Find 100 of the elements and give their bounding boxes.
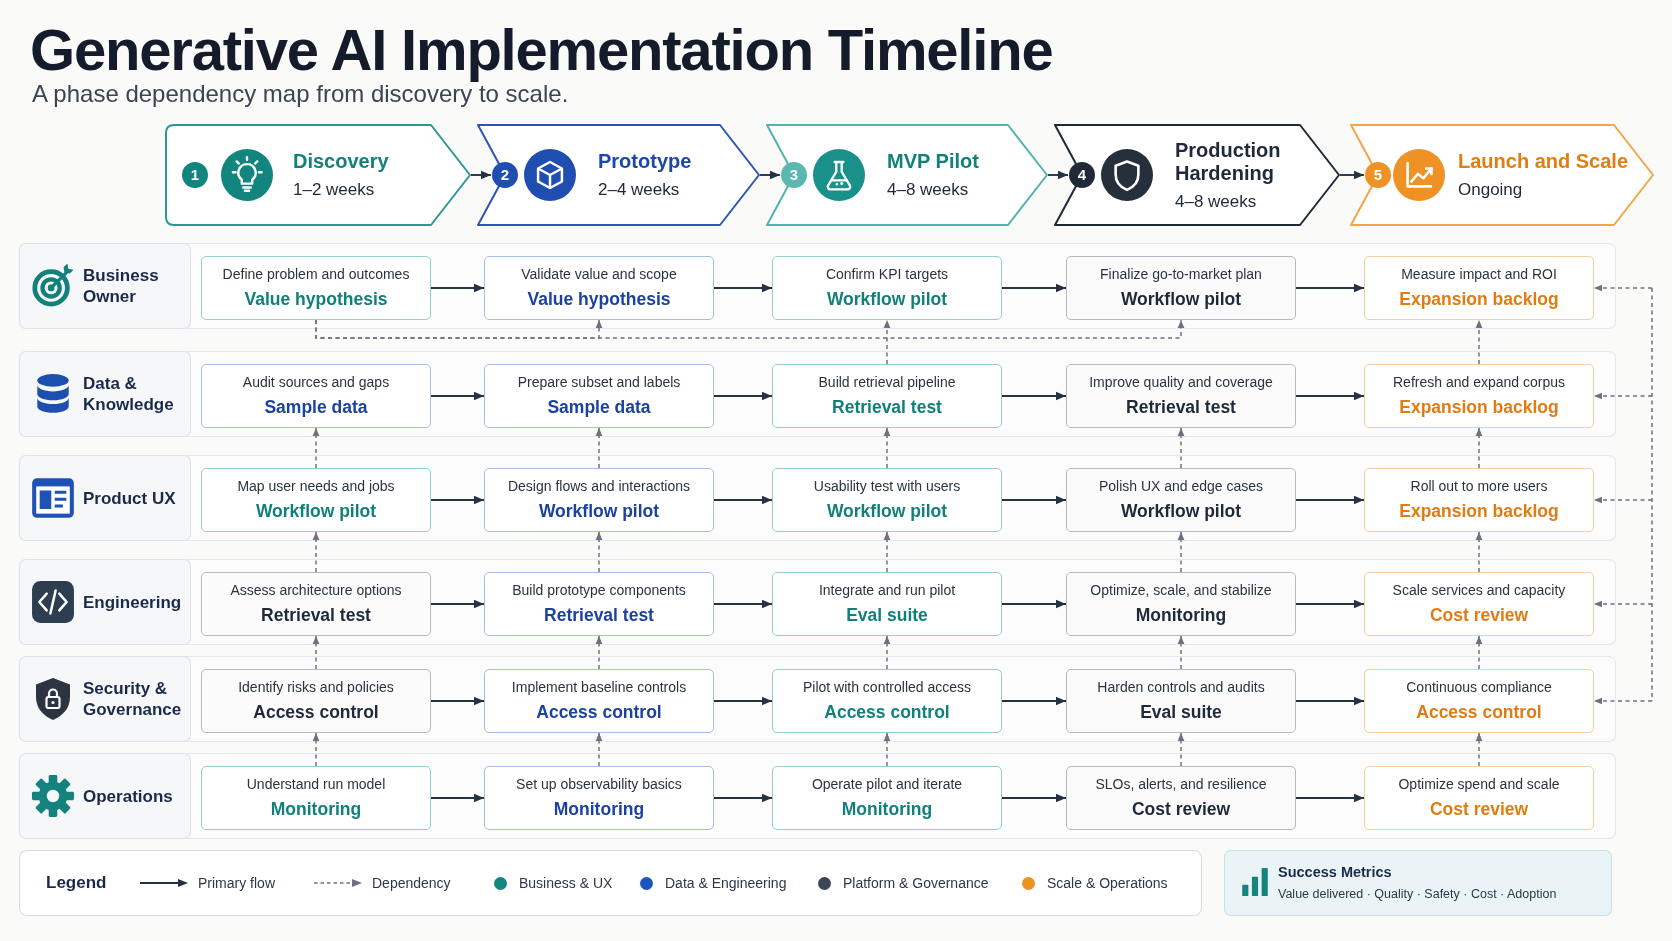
task-card xyxy=(484,669,714,733)
task-description: Scale services and capacity xyxy=(1392,582,1566,599)
metrics-panel xyxy=(1224,850,1612,916)
deliverable-label: Workflow pilot xyxy=(826,501,948,522)
flow-arrow xyxy=(1047,170,1069,180)
deliverable-label: Expansion backlog xyxy=(1399,501,1559,522)
dependency-arrow xyxy=(1475,732,1483,767)
deliverable-label: Retrieval test xyxy=(1126,397,1236,418)
flow-arrow xyxy=(430,391,485,401)
dependency-arrow xyxy=(595,531,603,573)
task-card xyxy=(1066,256,1296,320)
task-description: Assess architecture options xyxy=(230,582,402,599)
flow-arrow xyxy=(470,170,492,180)
task-card xyxy=(772,669,1002,733)
dependency-arrow xyxy=(312,427,320,469)
task-description: Finalize go-to-market plan xyxy=(1100,266,1262,283)
flow-arrow xyxy=(1001,495,1067,505)
deliverable-label: Access control xyxy=(824,702,950,723)
flow-arrow xyxy=(430,696,485,706)
task-card xyxy=(1364,572,1594,636)
phase-duration: 2–4 weeks xyxy=(598,180,680,200)
legend-title: Legend xyxy=(46,873,107,893)
task-card xyxy=(1066,364,1296,428)
phase-duration: 1–2 weeks xyxy=(293,180,375,200)
task-card xyxy=(772,766,1002,830)
dependency-arrow xyxy=(1177,635,1185,670)
task-description: Improve quality and coverage xyxy=(1089,374,1273,391)
deliverable-label: Retrieval test xyxy=(832,397,942,418)
task-description: Prepare subset and labels xyxy=(517,374,681,391)
legend-label: Dependency xyxy=(372,874,451,892)
flow-arrow xyxy=(430,283,485,293)
phase-title: Prototype xyxy=(598,150,692,173)
legend-label: Primary flow xyxy=(198,874,275,892)
dependency-arrow xyxy=(312,732,320,767)
task-description: Optimize spend and scale xyxy=(1398,776,1560,793)
task-description: Confirm KPI targets xyxy=(825,266,949,283)
deliverable-label: Access control xyxy=(536,702,662,723)
dependency-arrow xyxy=(1593,600,1653,608)
flow-arrow xyxy=(759,170,781,180)
task-description: Pilot with controlled access xyxy=(802,679,972,696)
phase-title: Launch and Scale xyxy=(1458,150,1629,173)
task-description: Map user needs and jobs xyxy=(237,478,395,495)
task-description: Continuous compliance xyxy=(1406,679,1552,696)
task-description: Build retrieval pipeline xyxy=(818,374,956,391)
task-description: Measure impact and ROI xyxy=(1401,266,1557,283)
task-card xyxy=(201,766,431,830)
task-card xyxy=(201,364,431,428)
phase-card xyxy=(165,124,471,226)
dependency-arrow xyxy=(1177,427,1185,469)
task-description: Design flows and interactions xyxy=(507,478,691,495)
deliverable-label: Eval suite xyxy=(846,605,928,626)
step-number: 3 xyxy=(781,162,807,188)
flow-arrow xyxy=(430,793,485,803)
dependency-arrow xyxy=(1177,732,1185,767)
phase-card xyxy=(1350,124,1654,226)
task-description: Identify risks and policies xyxy=(238,679,394,696)
swimlane xyxy=(19,559,1616,645)
phase-card xyxy=(766,124,1048,226)
flow-arrow xyxy=(1001,391,1067,401)
deliverable-label: Expansion backlog xyxy=(1399,397,1559,418)
task-description: Define problem and outcomes xyxy=(222,266,410,283)
deliverable-label: Eval suite xyxy=(1140,702,1222,723)
flow-arrow xyxy=(713,495,773,505)
task-card xyxy=(1364,256,1594,320)
flow-arrow xyxy=(1339,170,1365,180)
legend-label: Scale & Operations xyxy=(1047,874,1168,892)
dependency-arrow xyxy=(1593,697,1653,705)
flow-arrow xyxy=(713,793,773,803)
metrics-list: Value delivered · Quality · Safety · Cost · Adoption xyxy=(1278,886,1557,902)
deliverable-label: Retrieval test xyxy=(544,605,654,626)
task-card xyxy=(1364,766,1594,830)
task-description: Integrate and run pilot xyxy=(818,582,956,599)
dependency-arrow xyxy=(312,635,320,670)
phase-duration: Ongoing xyxy=(1458,180,1523,200)
deliverable-label: Workflow pilot xyxy=(826,289,948,310)
task-description: Polish UX and edge cases xyxy=(1098,478,1264,495)
flow-arrow xyxy=(1001,793,1067,803)
task-card xyxy=(772,572,1002,636)
step-number: 5 xyxy=(1365,162,1391,188)
deliverable-label: Access control xyxy=(253,702,379,723)
task-description: Roll out to more users xyxy=(1410,478,1548,495)
flow-arrow xyxy=(1001,696,1067,706)
dependency-arrow xyxy=(1475,635,1483,670)
dependency-arrow xyxy=(1475,319,1483,365)
dependency-arrow xyxy=(883,531,891,573)
lane-title: Security & Governance xyxy=(83,678,183,720)
dependency-arrow xyxy=(1475,427,1483,469)
deliverable-label: Monitoring xyxy=(1135,605,1227,626)
swimlane xyxy=(19,753,1616,839)
dependency-arrow xyxy=(1177,531,1185,573)
task-description: Validate value and scope xyxy=(521,266,677,283)
panel-title: Success Metrics xyxy=(1278,863,1392,881)
task-description: Understand run model xyxy=(246,776,386,793)
task-card xyxy=(1066,572,1296,636)
dependency-arrow xyxy=(1593,284,1653,292)
dependency-arrow xyxy=(1593,496,1653,504)
task-card xyxy=(484,256,714,320)
task-description: Harden controls and audits xyxy=(1097,679,1265,696)
dependency-arrow xyxy=(1475,531,1483,573)
deliverable-label: Cost review xyxy=(1429,605,1529,626)
